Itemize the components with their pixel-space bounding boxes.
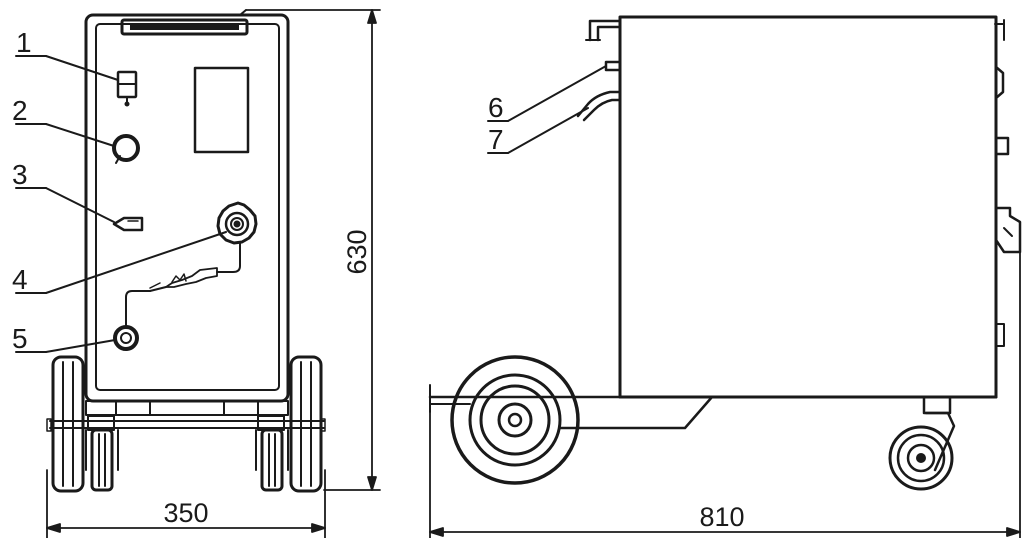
callout-6: 6 <box>488 92 504 123</box>
mains-switch <box>116 70 138 107</box>
callout-7: 7 <box>488 124 504 155</box>
right-caster <box>255 415 289 492</box>
voltage-knob <box>112 134 140 164</box>
side-fitting-top <box>994 65 1005 100</box>
side-caster <box>888 395 956 491</box>
left-wheel <box>51 355 85 493</box>
callout-1: 1 <box>16 27 32 58</box>
callout-3: 3 <box>12 159 28 190</box>
gas-inlet <box>604 60 622 72</box>
ground-cable <box>125 290 151 327</box>
callout-leaders-front <box>15 55 227 353</box>
cable-inlet <box>576 90 622 122</box>
callout-5: 5 <box>12 323 28 354</box>
dimension-lines <box>46 9 1021 539</box>
left-caster <box>85 415 119 492</box>
callout-2: 2 <box>12 95 28 126</box>
display-window <box>193 66 250 154</box>
side-view <box>428 15 1022 491</box>
side-fitting-valve <box>994 206 1022 254</box>
top-handle <box>120 18 249 36</box>
ground-socket <box>113 325 139 351</box>
dimension-length: 810 <box>699 502 744 532</box>
torch-connector <box>216 201 258 245</box>
side-handle <box>588 19 622 42</box>
dimension-height: 630 <box>342 229 372 274</box>
chassis-frame <box>428 395 714 430</box>
welding-torch <box>149 267 218 292</box>
indicator-lamp <box>112 216 144 232</box>
torch-cable <box>216 242 241 273</box>
side-large-wheel <box>450 355 580 485</box>
right-wheel <box>289 355 323 493</box>
front-view <box>46 9 326 493</box>
side-fitting-box <box>994 136 1010 156</box>
side-fitting-small <box>995 323 1005 347</box>
side-cabinet <box>618 15 998 399</box>
callout-4: 4 <box>12 264 28 295</box>
front-base-frame <box>85 400 289 416</box>
callout-leaders-side <box>487 65 607 154</box>
front-panel <box>95 23 280 391</box>
dimension-width: 350 <box>163 498 208 528</box>
